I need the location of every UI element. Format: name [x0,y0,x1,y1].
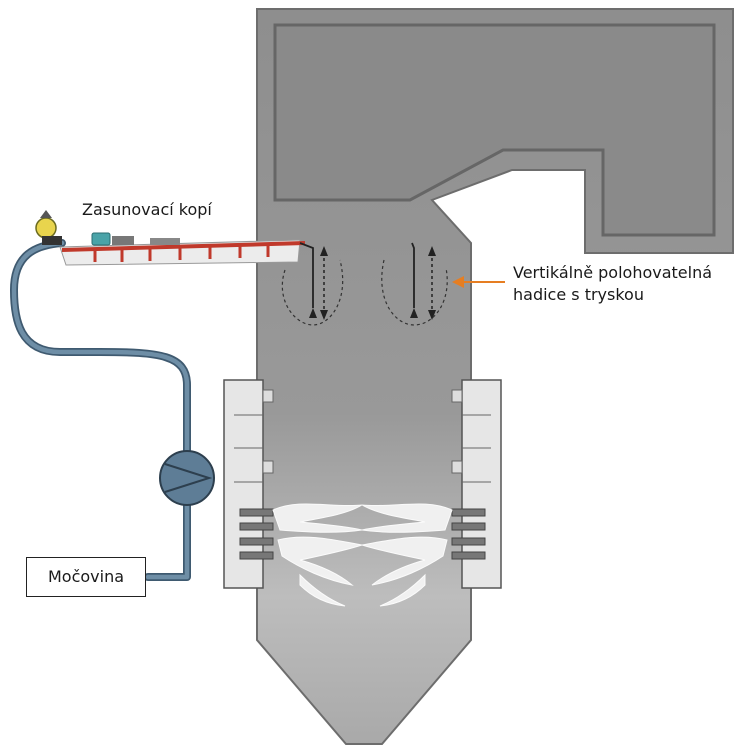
urea-tank-label: Močovina [26,557,146,597]
pump-icon [159,450,215,506]
retractable-lance [59,232,306,266]
hose-label: Vertikálně polohovatelná hadice s trysko… [513,262,712,306]
hose-label-line1: Vertikálně polohovatelná [513,263,713,282]
boiler-backpass [273,23,716,237]
arrow-left-icon [452,276,505,288]
urea-pipe [10,239,191,581]
lance-label: Zasunovací kopí [82,200,212,219]
valve-icon [35,210,62,245]
nozzle-hose-left [281,242,344,326]
nozzle-hose-right [381,242,448,326]
hose-label-line2: hadice s tryskou [513,285,644,304]
burner-panel-right [451,379,502,589]
burner-panel-left [223,379,274,589]
flame-icon [272,503,453,607]
